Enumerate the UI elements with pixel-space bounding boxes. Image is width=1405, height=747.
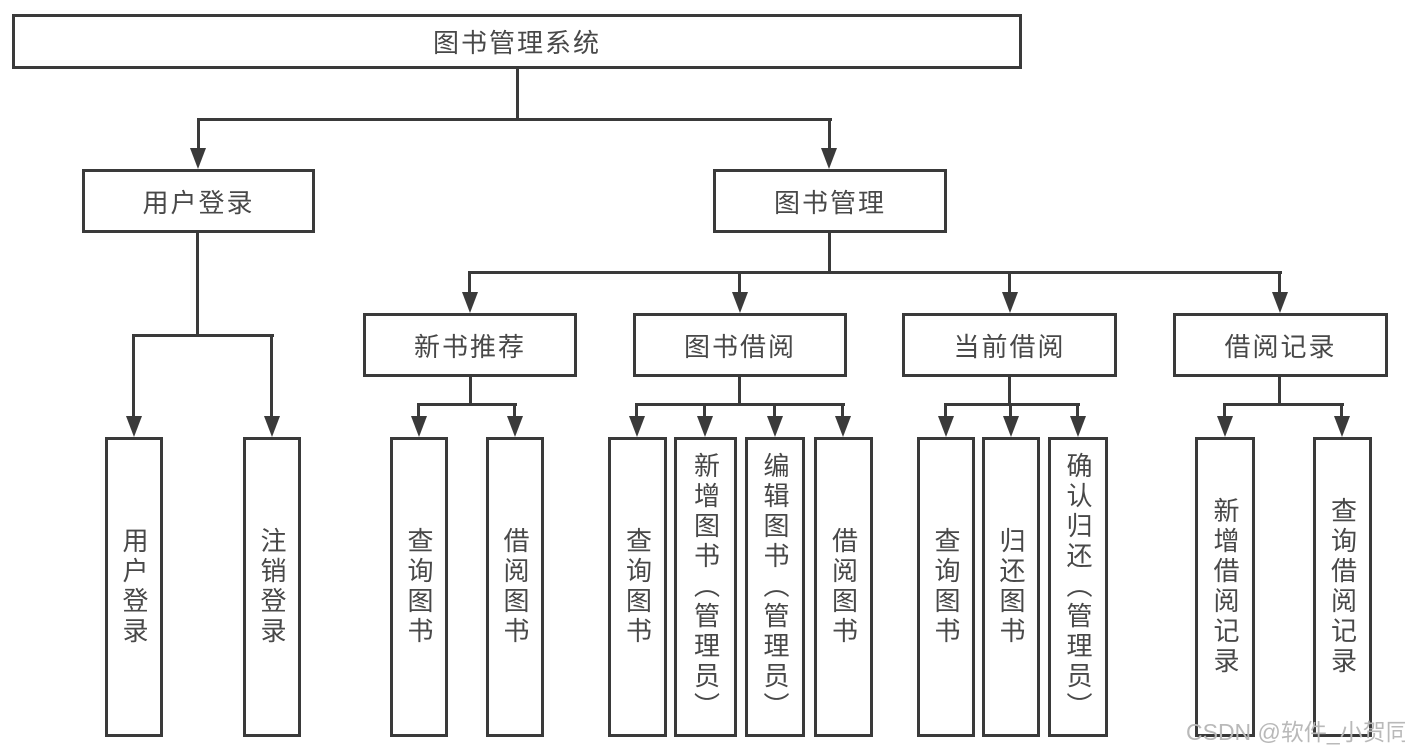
arrowhead-down-icon [126, 416, 142, 437]
arrowhead-down-icon [462, 292, 478, 313]
connector-vline [197, 118, 200, 152]
connector-vline [1009, 403, 1012, 421]
arrowhead-down-icon [1070, 416, 1086, 437]
connector-hline [417, 403, 517, 406]
leaf-user-login: 用户登录 [105, 437, 163, 737]
arrowhead-down-icon [190, 148, 206, 169]
connector-hline [1223, 403, 1344, 406]
connector-vline [635, 403, 638, 421]
arrowhead-down-icon [411, 416, 427, 437]
connector-vline [196, 233, 199, 337]
connector-vline [1340, 403, 1343, 421]
leaf-add-books-admin: 新增图书（管理员） [674, 437, 737, 737]
connector-hline [132, 334, 274, 337]
node-user-login: 用户登录 [82, 169, 315, 233]
connector-vline [1076, 403, 1079, 421]
node-new-book-recommendation: 新书推荐 [363, 313, 577, 377]
leaf-logout-login: 注销登录 [243, 437, 301, 737]
leaf-borrow-books-borrowing: 借阅图书 [814, 437, 873, 737]
connector-vline [1008, 376, 1011, 406]
connector-vline [703, 403, 706, 421]
leaf-query-books-borrowing: 查询图书 [608, 437, 667, 737]
leaf-confirm-return-admin: 确认归还（管理员） [1048, 437, 1108, 737]
connector-vline [1278, 376, 1281, 406]
node-current-borrowing: 当前借阅 [902, 313, 1117, 377]
arrowhead-down-icon [629, 416, 645, 437]
arrowhead-down-icon [264, 416, 280, 437]
connector-vline [841, 403, 844, 421]
leaf-return-books: 归还图书 [982, 437, 1040, 737]
arrowhead-down-icon [1334, 416, 1350, 437]
node-borrowing-records: 借阅记录 [1173, 313, 1388, 377]
connector-vline [738, 271, 741, 295]
arrowhead-down-icon [1272, 292, 1288, 313]
leaf-borrow-books-recommend: 借阅图书 [486, 437, 544, 737]
arrowhead-down-icon [697, 416, 713, 437]
arrowhead-down-icon [1003, 416, 1019, 437]
connector-hline [468, 271, 1282, 274]
arrowhead-down-icon [938, 416, 954, 437]
node-library-system: 图书管理系统 [12, 14, 1022, 69]
connector-vline [513, 403, 516, 421]
arrowhead-down-icon [732, 292, 748, 313]
connector-vline [1223, 403, 1226, 421]
arrowhead-down-icon [767, 416, 783, 437]
leaf-add-borrowing-record: 新增借阅记录 [1195, 437, 1255, 737]
arrowhead-down-icon [835, 416, 851, 437]
leaf-edit-books-admin: 编辑图书（管理员） [745, 437, 805, 737]
node-book-borrowing: 图书借阅 [633, 313, 847, 377]
arrowhead-down-icon [1002, 292, 1018, 313]
connector-vline [773, 403, 776, 421]
arrowhead-down-icon [1217, 416, 1233, 437]
connector-vline [828, 118, 831, 152]
connector-vline [1278, 271, 1281, 295]
connector-vline [1008, 271, 1011, 295]
leaf-query-books-current: 查询图书 [917, 437, 975, 737]
arrowhead-down-icon [507, 416, 523, 437]
connector-vline [828, 233, 831, 274]
connector-vline [738, 376, 741, 406]
connector-hline [197, 118, 832, 121]
connector-vline [270, 334, 273, 420]
leaf-query-books-recommend: 查询图书 [390, 437, 448, 737]
connector-vline [516, 68, 519, 120]
connector-hline [944, 403, 1080, 406]
connector-vline [468, 271, 471, 295]
arrowhead-down-icon [821, 148, 837, 169]
leaf-query-borrowing-record: 查询借阅记录 [1313, 437, 1372, 737]
connector-hline [635, 403, 845, 406]
connector-vline [944, 403, 947, 421]
connector-vline [469, 376, 472, 406]
node-book-management: 图书管理 [713, 169, 947, 233]
connector-vline [132, 334, 135, 420]
watermark: CSDN @软件_小贺同学 [1186, 719, 1405, 745]
connector-vline [417, 403, 420, 421]
